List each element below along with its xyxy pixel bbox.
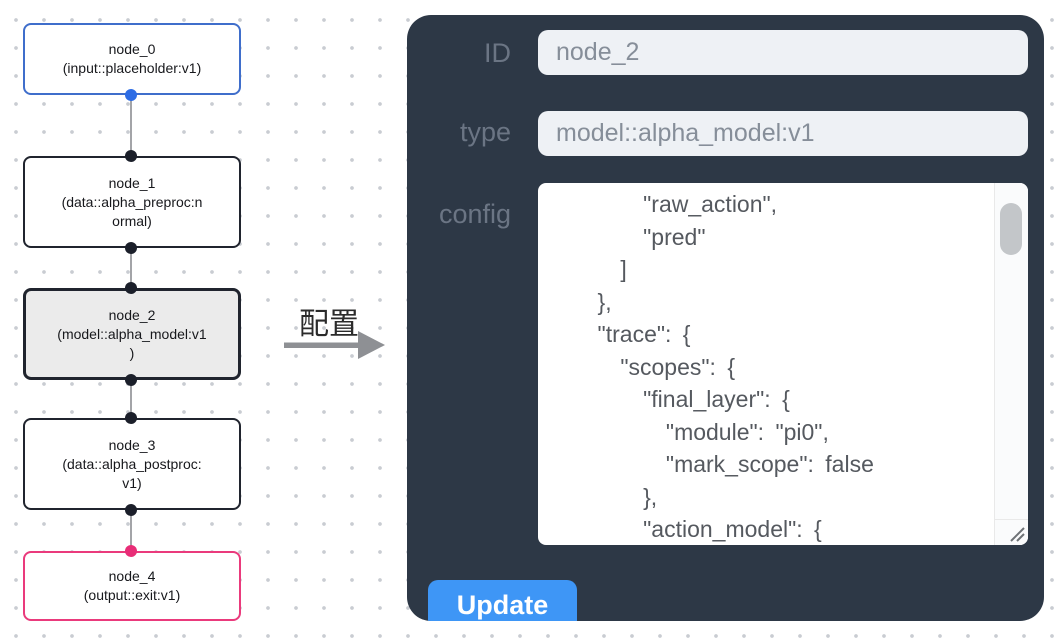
flow-node-node_1[interactable]: node_1 (data::alpha_preproc:n ormal) bbox=[23, 156, 241, 248]
edge-node3-node4 bbox=[130, 510, 132, 551]
config-json-textarea[interactable]: "raw_action", "pred" ] }, "trace": { "sc… bbox=[538, 183, 1028, 545]
node-type-line: (model::alpha_model:v1 bbox=[57, 325, 207, 342]
config-json-text: "raw_action", "pred" ] }, "trace": { "sc… bbox=[597, 191, 874, 542]
node-type-line: (input::placeholder:v1) bbox=[62, 60, 202, 76]
id-field-label: ID bbox=[484, 38, 511, 68]
flow-node-node_0[interactable]: node_0 (input::placeholder:v1) bbox=[23, 23, 241, 95]
type-field-label: type bbox=[459, 117, 511, 147]
config-scrollbar-corner bbox=[994, 519, 1028, 545]
port-node_2-in[interactable] bbox=[125, 282, 137, 294]
node-title: node_0 bbox=[108, 41, 156, 57]
node-type-line: (data::alpha_postproc: bbox=[62, 455, 202, 472]
node-type-line: ormal) bbox=[112, 212, 152, 229]
config-vertical-scrollbar[interactable] bbox=[994, 183, 1028, 519]
config-annotation-label: 配置 bbox=[299, 308, 359, 341]
port-node_3-in[interactable] bbox=[125, 412, 137, 424]
config-field-label: config bbox=[438, 199, 511, 229]
port-node_3-out[interactable] bbox=[125, 504, 137, 516]
right-arrow-icon bbox=[284, 331, 385, 359]
port-node_4-in[interactable] bbox=[125, 545, 137, 557]
flow-node-node_3[interactable]: node_3 (data::alpha_postproc: v1) bbox=[23, 418, 241, 510]
port-node_1-out[interactable] bbox=[125, 242, 137, 254]
node-config-panel: ID type config "raw_action", "pred" ] },… bbox=[407, 15, 1044, 621]
type-input[interactable] bbox=[538, 111, 1028, 156]
id-input[interactable] bbox=[538, 30, 1028, 75]
node-title: node_2 bbox=[108, 306, 156, 323]
resize-grip-icon[interactable] bbox=[1007, 524, 1025, 542]
port-node_2-out[interactable] bbox=[125, 374, 137, 386]
node-type-line: (data::alpha_preproc:n bbox=[61, 193, 203, 210]
edge-node1-node2 bbox=[130, 248, 132, 288]
edge-node0-node1 bbox=[130, 95, 132, 156]
port-node_0-out[interactable] bbox=[125, 89, 137, 101]
node-type-line: ) bbox=[129, 344, 135, 361]
flow-node-node_4[interactable]: node_4 (output::exit:v1) bbox=[23, 551, 241, 621]
edge-node2-node3 bbox=[130, 380, 132, 418]
flow-node-node_2-selected[interactable]: node_2 (model::alpha_model:v1 ) bbox=[23, 288, 241, 380]
node-title: node_1 bbox=[108, 174, 156, 191]
node-type-line: (output::exit:v1) bbox=[83, 587, 181, 603]
node-title: node_4 bbox=[108, 568, 156, 584]
node-title: node_3 bbox=[108, 436, 156, 453]
node-type-line: v1) bbox=[122, 474, 142, 491]
port-node_1-in[interactable] bbox=[125, 150, 137, 162]
config-scrollbar-thumb[interactable] bbox=[1000, 203, 1022, 255]
update-button[interactable]: Update bbox=[428, 580, 577, 621]
